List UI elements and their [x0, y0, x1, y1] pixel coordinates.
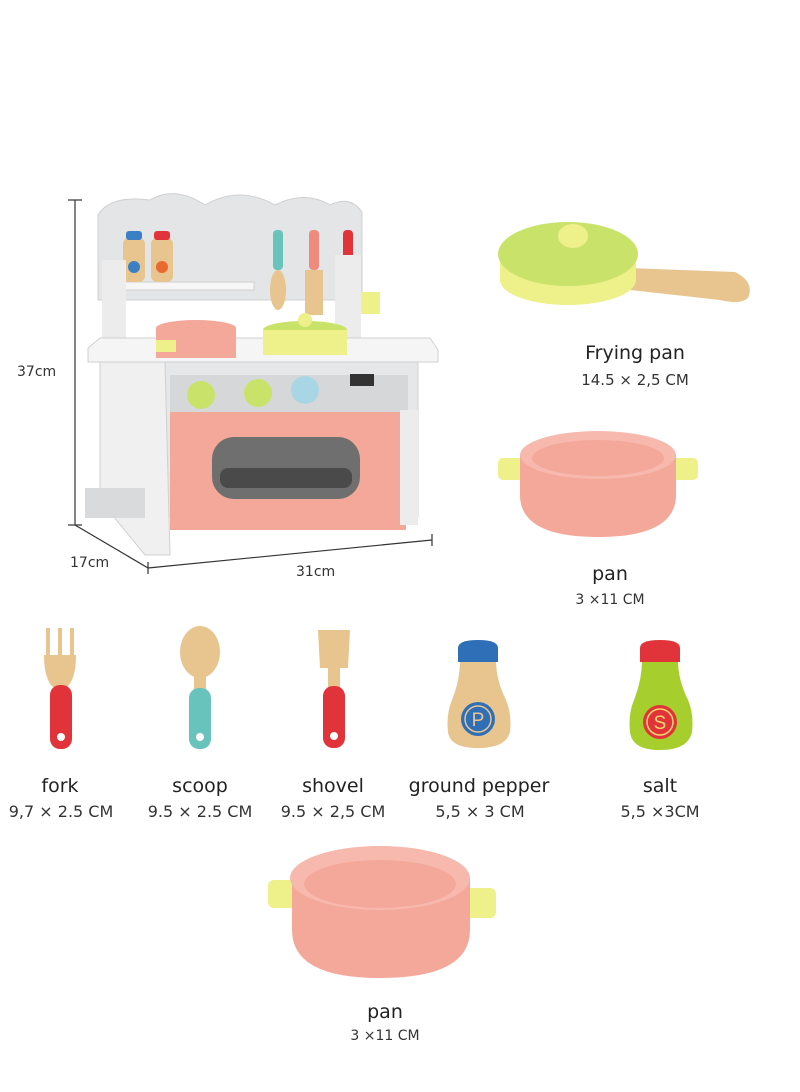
- shovel-name: shovel: [302, 775, 364, 797]
- fork-size: 9,7 × 2.5 CM: [8, 802, 114, 821]
- pan-bottom-size: 3 ×11 CM: [350, 1028, 420, 1044]
- salt-name: salt: [642, 775, 678, 797]
- salt-size: 5,5 ×3CM: [620, 802, 700, 821]
- width-dimension-label: 31cm: [296, 564, 336, 580]
- kitchen-shelf: [117, 281, 255, 291]
- shovel-size: 9.5 × 2,5 CM: [280, 802, 386, 821]
- frying-pan-name: Frying pan: [585, 342, 685, 364]
- depth-dimension-label: 17cm: [70, 555, 110, 571]
- scoop-name: scoop: [172, 775, 228, 797]
- frying-pan-size: 14.5 × 2,5 CM: [581, 371, 689, 389]
- ground-pepper-name: ground pepper: [408, 775, 550, 797]
- pan-top-size: 3 ×11 CM: [575, 592, 645, 608]
- ground-pepper-size: 5,5 × 3 CM: [435, 802, 525, 821]
- height-dimension-label: 37cm: [17, 364, 57, 380]
- dimension-lines: [68, 199, 433, 574]
- pan-top-name: pan: [592, 563, 628, 585]
- scoop-size: 9.5 × 2.5 CM: [147, 802, 253, 821]
- fork-name: fork: [41, 775, 79, 797]
- pan-bottom-name: pan: [367, 1001, 403, 1023]
